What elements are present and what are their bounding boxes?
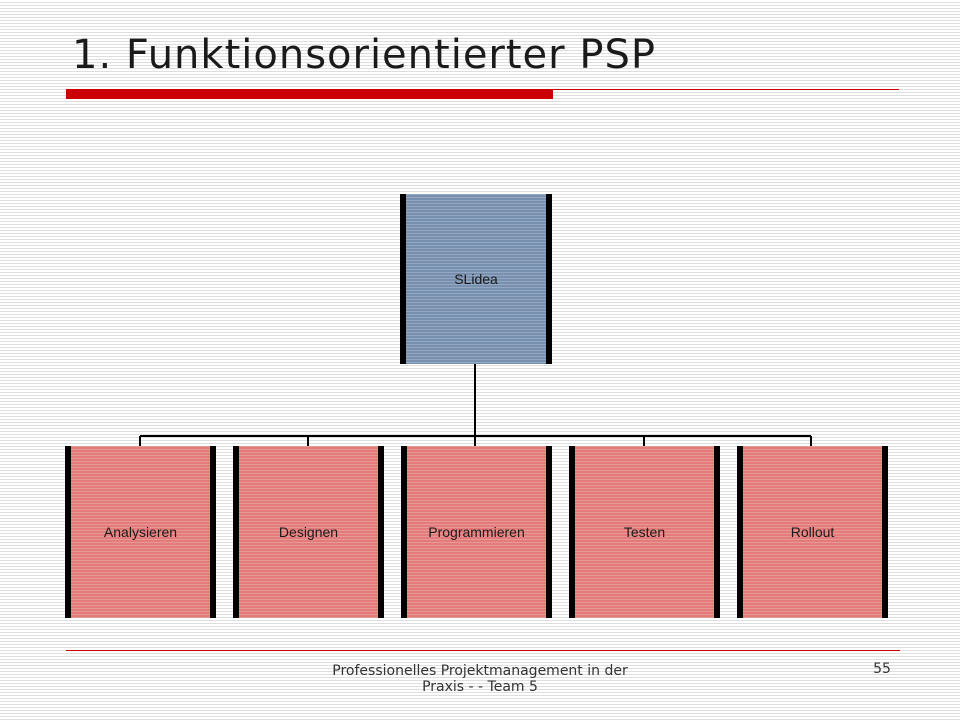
footer-rule	[66, 650, 900, 651]
node-designen[interactable]: Designen	[233, 446, 384, 618]
node-root[interactable]: SLidea	[400, 194, 552, 364]
node-root-label: SLidea	[454, 271, 498, 287]
slide-title: 1. Funktionsorientierter PSP	[72, 32, 656, 78]
page-number: 55	[873, 661, 891, 677]
node-rollout[interactable]: Rollout	[737, 446, 888, 618]
node-label: Testen	[623, 524, 666, 540]
footer-text: Professionelles Projektmanagement in der…	[332, 663, 628, 695]
node-testen[interactable]: Testen	[569, 446, 720, 618]
title-underline-rule	[553, 89, 899, 90]
node-programmieren[interactable]: Programmieren	[401, 446, 552, 618]
title-underline-accent	[66, 89, 553, 99]
node-label: Designen	[278, 524, 339, 540]
node-analysieren[interactable]: Analysieren	[65, 446, 216, 618]
node-label: Rollout	[790, 524, 835, 540]
node-label: Programmieren	[428, 524, 525, 540]
node-label: Analysieren	[103, 524, 178, 540]
